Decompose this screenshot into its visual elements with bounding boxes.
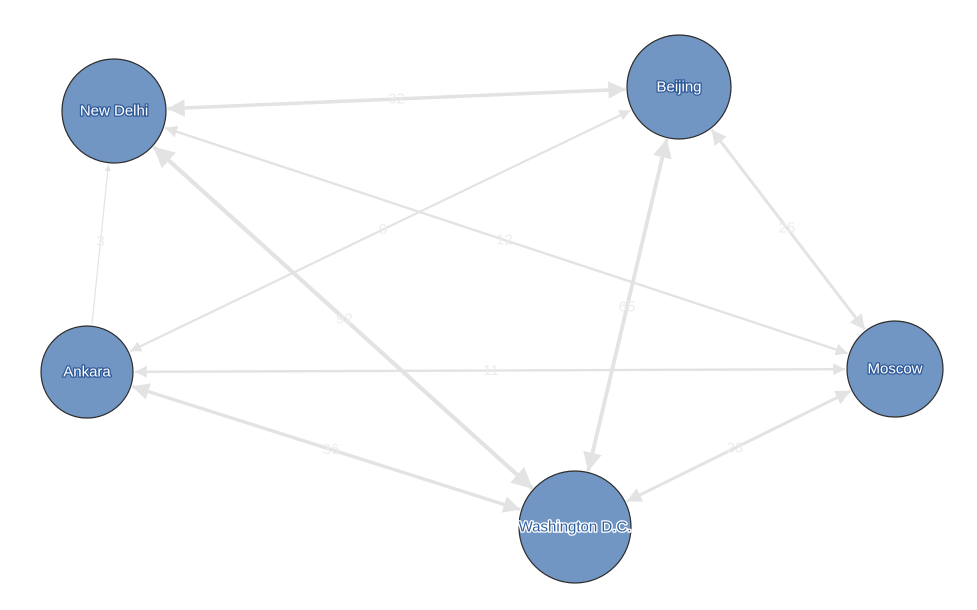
- node-circle-moscow[interactable]: [846, 320, 944, 418]
- node-ankara[interactable]: Ankara: [40, 325, 134, 419]
- edge-label-beijing-ankara: 9: [379, 221, 387, 238]
- edge-beijing-washington: [583, 138, 672, 472]
- node-washington[interactable]: Washington D.C.: [517, 470, 633, 584]
- edge-moscow-washington: [626, 390, 851, 503]
- node-new-delhi[interactable]: New Delhi: [61, 58, 167, 164]
- edge-label-ankara-washington: 36: [323, 441, 340, 458]
- node-circle-new-delhi[interactable]: [61, 58, 167, 164]
- node-label-ankara: Ankara: [63, 364, 111, 381]
- edge-label-new-delhi-moscow: 12: [496, 232, 513, 249]
- edge-beijing-moscow: [710, 129, 866, 331]
- node-label-beijing: Beijing: [656, 79, 701, 96]
- node-moscow[interactable]: Moscow: [846, 320, 944, 418]
- edge-label-new-delhi-washington: 92: [336, 311, 353, 328]
- node-label-new-delhi: New Delhi: [80, 103, 148, 120]
- node-circle-ankara[interactable]: [40, 325, 134, 419]
- edge-label-moscow-washington: 23: [727, 440, 744, 457]
- edge-label-new-delhi-beijing: 32: [388, 91, 405, 108]
- edge-ankara-new-delhi: [91, 165, 111, 324]
- edge-label-ankara-new-delhi: 3: [96, 233, 104, 250]
- edge-label-beijing-washington: 65: [619, 299, 636, 316]
- node-label-moscow: Moscow: [867, 361, 922, 378]
- edge-ankara-washington: [132, 383, 521, 513]
- node-circle-washington[interactable]: [518, 470, 632, 584]
- node-circle-beijing[interactable]: [626, 34, 732, 140]
- node-label-washington: Washington D.C.: [519, 519, 632, 536]
- edge-ankara-moscow: [134, 363, 846, 378]
- edge-label-beijing-moscow: 25: [779, 220, 796, 237]
- edge-label-ankara-moscow: 11: [483, 362, 499, 379]
- edges-layer: 32 3 9 12 25 92 65 11 36 23: [91, 81, 866, 513]
- edge-new-delhi-beijing: [167, 81, 626, 117]
- node-beijing[interactable]: Beijing: [626, 34, 732, 140]
